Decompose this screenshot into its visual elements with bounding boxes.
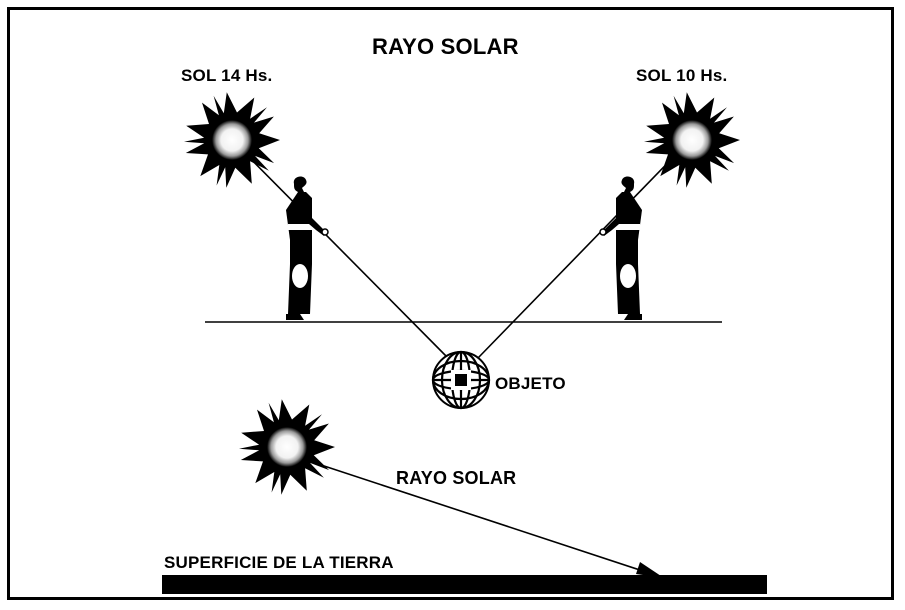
sun-right-label: SOL 10 Hs. (636, 66, 728, 85)
sun-icon (239, 399, 335, 495)
person-icon (286, 176, 329, 320)
earth-surface-bar (162, 575, 767, 594)
arrow-icon (636, 562, 664, 578)
ray-arrow-line (311, 461, 653, 575)
surface-label: SUPERFICIE DE LA TIERRA (164, 553, 394, 572)
sun-icon (644, 92, 740, 188)
ray-line-left (231, 139, 449, 359)
person-icon (599, 176, 642, 320)
ray-label: RAYO SOLAR (396, 468, 517, 488)
diagram-frame (7, 7, 894, 600)
sun-left-label: SOL 14 Hs. (181, 66, 273, 85)
object-label: OBJETO (495, 374, 566, 393)
sun-icon (184, 92, 280, 188)
ray-line-right (477, 139, 691, 359)
globe-icon (431, 350, 491, 410)
diagram-title: RAYO SOLAR (372, 34, 519, 59)
